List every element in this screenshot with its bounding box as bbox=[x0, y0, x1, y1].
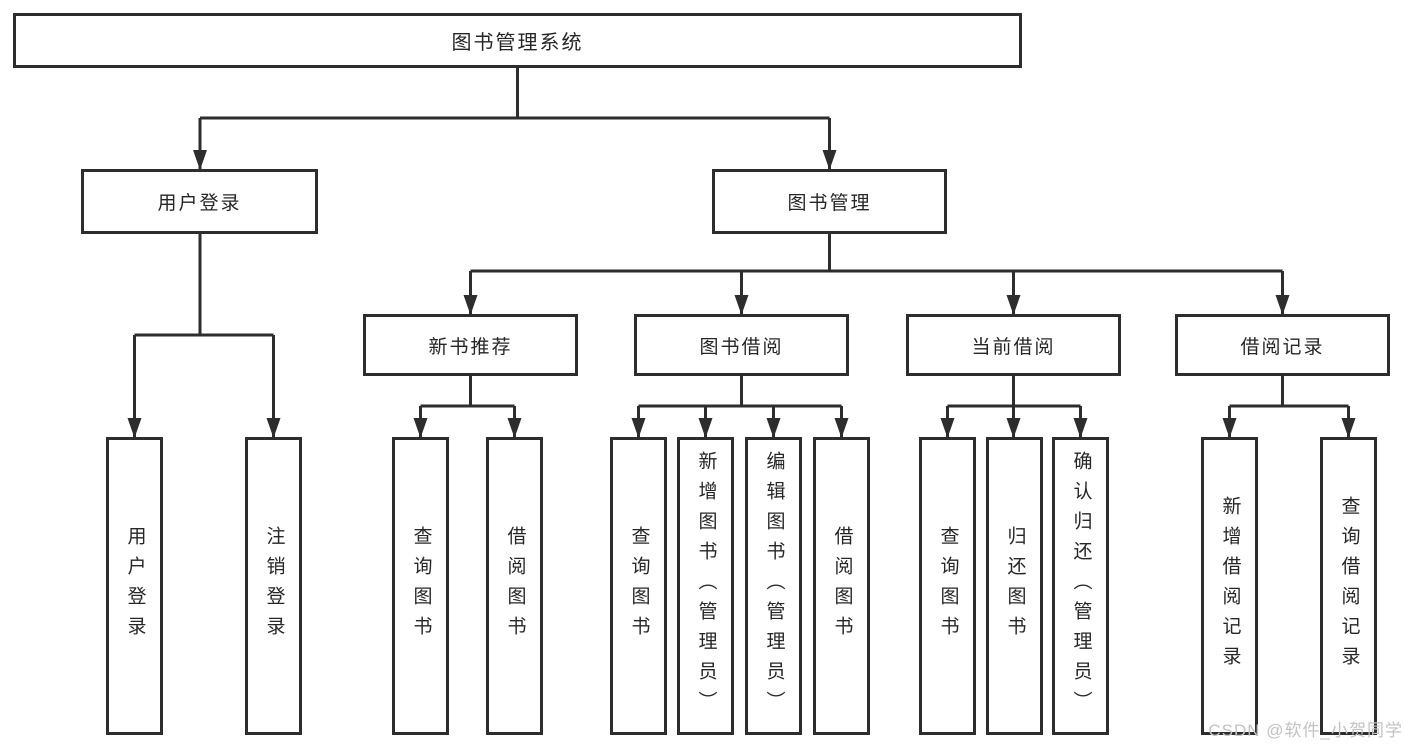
node-leaf-return-books: 归还图书 bbox=[986, 437, 1043, 735]
node-leaf-query-books-1: 查询图书 bbox=[392, 437, 449, 735]
branch-root bbox=[200, 68, 830, 120]
node-current-borrow: 当前借阅 bbox=[906, 314, 1121, 376]
branch-book-management bbox=[470, 234, 1283, 273]
node-leaf-user-login: 用户登录 bbox=[106, 437, 163, 735]
node-leaf-query-books-3: 查询图书 bbox=[919, 437, 976, 735]
leaf-label: 查询图书 bbox=[628, 526, 650, 646]
branch-borrow-records bbox=[1229, 376, 1349, 408]
csdn-watermark: CSDN @软件_小贺同学 bbox=[1208, 721, 1403, 740]
branch-user-login bbox=[134, 234, 274, 337]
node-book-management: 图书管理 bbox=[712, 169, 947, 234]
leaf-label: 注销登录 bbox=[263, 526, 285, 646]
leaf-label: 确认归还（管理员） bbox=[1070, 451, 1092, 721]
branch-current-borrow bbox=[947, 376, 1081, 408]
node-leaf-confirm-return-admin: 确认归还（管理员） bbox=[1052, 437, 1109, 735]
node-leaf-borrow-books-1: 借阅图书 bbox=[486, 437, 543, 735]
node-book-borrow: 图书借阅 bbox=[634, 314, 849, 376]
node-leaf-add-books-admin: 新增图书（管理员） bbox=[677, 437, 734, 735]
leaf-label: 新增图书（管理员） bbox=[695, 451, 717, 721]
node-leaf-logout: 注销登录 bbox=[245, 437, 302, 735]
node-leaf-add-borrow-record: 新增借阅记录 bbox=[1201, 437, 1258, 735]
leaf-label: 查询图书 bbox=[410, 526, 432, 646]
node-borrow-records: 借阅记录 bbox=[1175, 314, 1390, 376]
leaf-label: 查询借阅记录 bbox=[1338, 496, 1360, 676]
node-leaf-edit-books-admin: 编辑图书（管理员） bbox=[745, 437, 802, 735]
leaf-label: 借阅图书 bbox=[504, 526, 526, 646]
leaf-label: 借阅图书 bbox=[831, 526, 853, 646]
node-new-book-recommend: 新书推荐 bbox=[363, 314, 578, 376]
leaf-label: 用户登录 bbox=[124, 526, 146, 646]
branch-book-borrow bbox=[638, 376, 842, 408]
node-leaf-borrow-books-2: 借阅图书 bbox=[813, 437, 870, 735]
leaf-label: 新增借阅记录 bbox=[1219, 496, 1241, 676]
leaf-label: 编辑图书（管理员） bbox=[763, 451, 785, 721]
branch-new-book bbox=[420, 376, 515, 408]
leaf-label: 查询图书 bbox=[937, 526, 959, 646]
node-leaf-query-borrow-record: 查询借阅记录 bbox=[1320, 437, 1377, 735]
leaf-label: 归还图书 bbox=[1004, 526, 1026, 646]
node-library-management-system: 图书管理系统 bbox=[13, 13, 1022, 68]
node-leaf-query-books-2: 查询图书 bbox=[610, 437, 667, 735]
node-user-login: 用户登录 bbox=[81, 169, 318, 234]
